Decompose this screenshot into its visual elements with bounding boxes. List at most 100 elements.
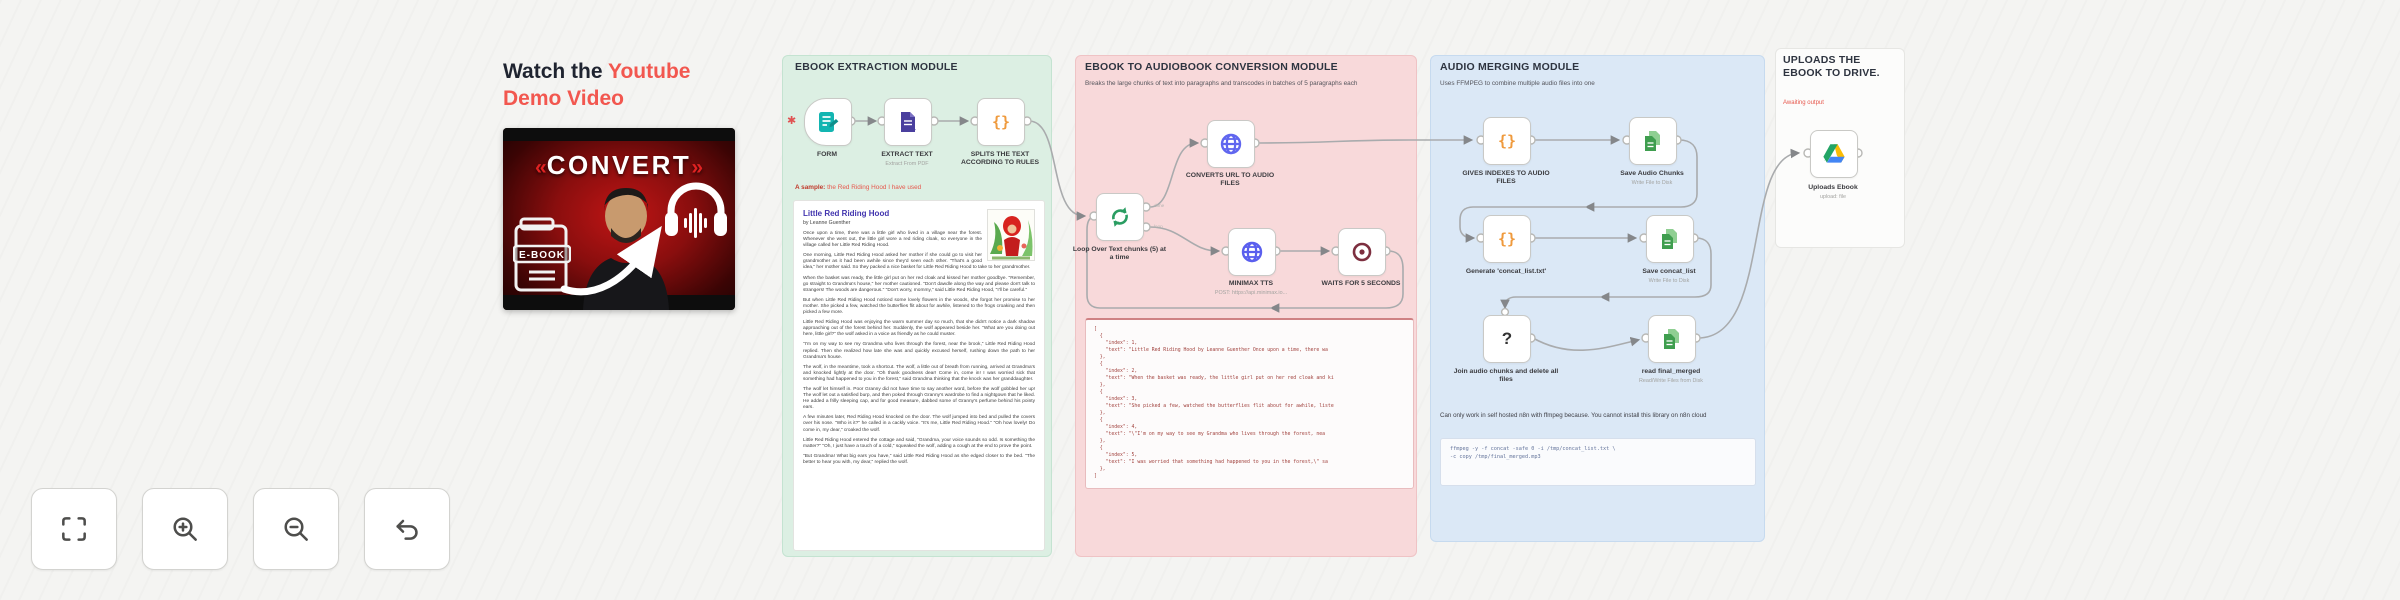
google-drive-icon — [1823, 144, 1845, 163]
upload-module-title: UPLOADS THE EBOOK TO DRIVE. — [1783, 54, 1880, 79]
file-icon — [1664, 329, 1679, 349]
loop-icon — [1112, 207, 1128, 227]
node-label: CONVERTS URL TO AUDIO FILES — [1185, 172, 1275, 188]
node-save-concat-list[interactable] — [1646, 215, 1694, 263]
undo-button[interactable] — [364, 488, 450, 570]
json-line: "text": "I was worried that something ha… — [1094, 460, 1328, 465]
youtube-demo-link[interactable]: Youtube Demo Video — [503, 60, 691, 110]
undo-icon — [396, 519, 418, 540]
json-line: { — [1094, 334, 1103, 339]
zoom-out-button[interactable] — [253, 488, 339, 570]
zoom-in-button[interactable] — [142, 488, 228, 570]
loop-loop-port-label: loop — [1154, 224, 1163, 229]
node-minimax-tts[interactable] — [1228, 228, 1276, 276]
document-paragraph: Little Red Riding Hood entered the cotta… — [803, 437, 1035, 449]
pdf-preview: Little Red Riding Hood by Leanne Guenthe… — [793, 200, 1045, 551]
json-line: { — [1094, 362, 1103, 367]
document-paragraph: One morning, Little Red Riding Hood aske… — [803, 253, 1031, 271]
right-chevrons: » — [691, 156, 703, 179]
globe-icon — [1220, 133, 1242, 155]
code-icon: {} — [1497, 132, 1517, 150]
upload-note: Awaiting output — [1783, 100, 1824, 106]
globe-icon — [1241, 241, 1263, 263]
document-title: Little Red Riding Hood — [803, 209, 890, 218]
headphones-icon — [665, 182, 727, 238]
file-icon — [1645, 131, 1660, 151]
node-extract-text[interactable] — [884, 98, 932, 146]
node-label: Save concat_list — [1642, 268, 1696, 275]
document-paragraph: The wolf let himself in. Poor Granny did… — [803, 386, 1035, 411]
document-body: Once upon a time, there was a little gir… — [803, 231, 1035, 466]
node-save-audio-chunks[interactable] — [1629, 117, 1677, 165]
node-label: Save Audio Chunks — [1620, 170, 1684, 177]
node-sublabel: upload: file — [1819, 194, 1847, 200]
canvas-toolbar — [31, 488, 450, 570]
node-label: Generate 'concat_list.txt' — [1465, 268, 1547, 275]
json-output-preview: [ { "index": 1, "text": "Little Red Ridi… — [1085, 318, 1414, 489]
youtube-thumbnail[interactable]: «CONVERT» E-BOOK — [503, 128, 735, 310]
node-split-text[interactable]: {} — [977, 98, 1025, 146]
node-label: EXTRACT TEXT — [881, 151, 933, 158]
left-chevrons: « — [535, 156, 547, 179]
heading-prefix: Watch the — [503, 60, 609, 83]
ebook-icon: E-BOOK — [513, 217, 571, 292]
fit-view-button[interactable] — [31, 488, 117, 570]
node-generate-concat-list[interactable]: {} — [1483, 215, 1531, 263]
node-label: MINIMAX TTS — [1228, 280, 1274, 287]
json-line: "text": "She picked a few, watched the b… — [1094, 404, 1334, 409]
shell-line: -c copy /tmp/final_merged.mp3 — [1450, 453, 1541, 460]
node-loop-over-chunks[interactable] — [1096, 193, 1144, 241]
document-paragraph: The wolf, in the meantime, took a shortc… — [803, 364, 1035, 382]
node-join-audio-chunks[interactable]: ? — [1483, 315, 1531, 363]
trigger-marker: ✱ — [787, 115, 797, 127]
json-line: }, — [1094, 355, 1106, 360]
node-sublabel: Read/Write Files from Disk — [1638, 378, 1703, 384]
zoom-out-icon — [284, 517, 308, 541]
merging-module-title: AUDIO MERGING MODULE — [1440, 61, 1580, 73]
json-line: "index": 5, — [1094, 453, 1138, 458]
document-paragraph: "But Grandma! What big ears you have," s… — [803, 453, 1035, 465]
node-upload-to-drive[interactable] — [1810, 130, 1858, 178]
extract-file-icon — [901, 112, 916, 132]
file-icon — [1662, 229, 1677, 249]
json-line: "text": "Little Red Riding Hood by Leann… — [1094, 348, 1328, 353]
shell-line: ffmpeg -y -f concat -safe 0 -i /tmp/conc… — [1450, 446, 1616, 452]
json-line: ] — [1094, 474, 1097, 479]
node-give-indexes[interactable]: {} — [1483, 117, 1531, 165]
sample-note-label: A sample: — [795, 184, 826, 191]
code-icon: {} — [1497, 230, 1517, 248]
node-label: SPLITS THE TEXT ACCORDING TO RULES — [960, 151, 1040, 167]
node-read-final-merged[interactable] — [1648, 315, 1696, 363]
arrow-icon — [560, 225, 662, 296]
document-paragraph: When the basket was ready, the little gi… — [803, 275, 1035, 293]
zoom-in-icon — [173, 517, 197, 541]
thumbnail-title: «CONVERT» — [535, 150, 703, 180]
merging-module-subtitle: Uses FFMPEG to combine multiple audio fi… — [1440, 80, 1595, 87]
node-label: FORM — [816, 151, 837, 158]
fit-view-icon — [62, 517, 86, 541]
story-illustration — [987, 209, 1035, 261]
waveform-icon — [684, 208, 707, 238]
extraction-module-title: EBOOK EXTRACTION MODULE — [795, 61, 958, 73]
conversion-module-subtitle: Breaks the large chunks of text into par… — [1085, 80, 1358, 87]
json-line: "index": 1, — [1094, 341, 1138, 346]
node-form-trigger[interactable] — [804, 98, 852, 146]
form-icon — [819, 112, 839, 132]
json-line: "text": "\"I'm on my way to see my Grand… — [1094, 432, 1326, 437]
node-converts-url[interactable] — [1207, 120, 1255, 168]
json-line: { — [1094, 390, 1103, 395]
json-line: }, — [1094, 467, 1106, 472]
code-icon: {} — [991, 113, 1011, 131]
node-wait[interactable] — [1338, 228, 1386, 276]
document-paragraph: But when Little Red Riding Hood noticed … — [803, 297, 1035, 316]
question-icon: ? — [1501, 329, 1513, 348]
ffmpeg-command-block: ffmpeg -y -f concat -safe 0 -i /tmp/conc… — [1440, 438, 1756, 486]
loop-done-port-label: done — [1154, 203, 1165, 208]
ffmpeg-note: Can only work in self hosted n8n with ff… — [1440, 412, 1707, 419]
json-line: }, — [1094, 411, 1106, 416]
json-line: "index": 3, — [1094, 397, 1138, 402]
node-label: GIVES INDEXES TO AUDIO FILES — [1462, 170, 1550, 186]
sample-note-text: the Red Riding Hood I have used — [827, 184, 922, 191]
node-sublabel: Write File to Disk — [1631, 180, 1673, 186]
